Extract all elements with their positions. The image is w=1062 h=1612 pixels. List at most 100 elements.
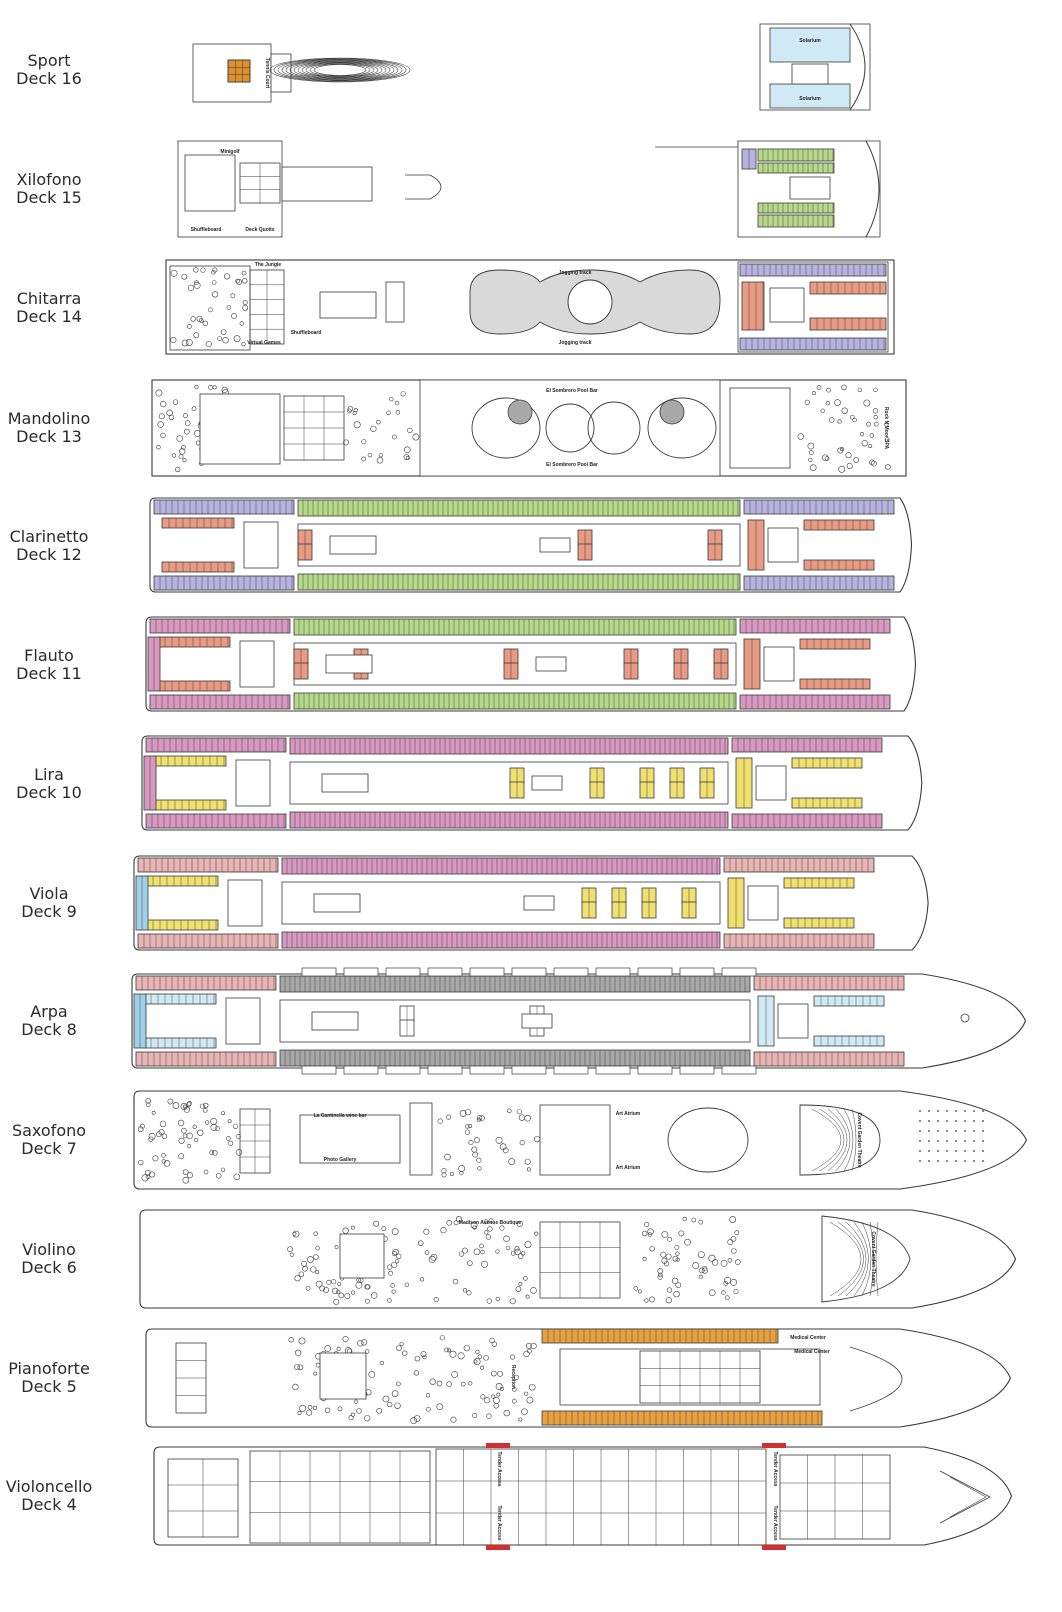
furniture xyxy=(808,450,814,456)
cabin-band-fwd xyxy=(731,737,883,753)
furniture xyxy=(484,1230,489,1235)
furniture xyxy=(211,269,216,275)
furniture xyxy=(468,1124,473,1128)
lifeboat xyxy=(721,1065,757,1075)
furniture xyxy=(523,1276,528,1281)
furniture xyxy=(691,1217,697,1223)
whirlpool xyxy=(659,399,685,425)
solarium-area xyxy=(769,83,851,109)
furniture xyxy=(186,1172,193,1179)
deck-dot xyxy=(973,1110,975,1112)
deck-dot xyxy=(919,1120,921,1122)
furniture xyxy=(825,401,830,406)
medical-center-label: Medical Center xyxy=(790,1335,826,1341)
deck-plan-8[interactable] xyxy=(0,966,1062,1076)
aft-stair-core xyxy=(227,879,263,927)
furniture xyxy=(288,1337,294,1343)
furniture xyxy=(192,1124,197,1129)
furniture xyxy=(220,1167,226,1172)
track-loop xyxy=(281,59,399,81)
furniture xyxy=(312,1405,317,1410)
whirlpool xyxy=(507,399,533,425)
cabin-band-aft-inner xyxy=(143,1037,217,1049)
track-loop xyxy=(313,64,367,76)
deck-dot xyxy=(928,1130,930,1132)
furniture xyxy=(869,459,875,465)
furniture xyxy=(520,1251,526,1256)
deck-dot xyxy=(928,1160,930,1162)
deck-number: Deck 16 xyxy=(16,69,82,88)
furniture xyxy=(837,419,842,424)
art-atrium-label: Art Atrium xyxy=(616,1165,641,1171)
tender-access-label: Tender Access xyxy=(772,1505,778,1540)
furniture xyxy=(502,1147,509,1154)
lifeboat xyxy=(427,967,463,977)
deck-row-10: Lira Deck 10 xyxy=(0,728,1062,838)
deck-dot xyxy=(982,1160,984,1162)
furniture xyxy=(410,1417,418,1425)
stair-core xyxy=(789,176,831,200)
theatre-label: Covent Garden Theatre xyxy=(870,1231,876,1287)
furniture xyxy=(660,1251,667,1258)
furniture xyxy=(402,1350,408,1356)
aft-mast xyxy=(405,174,442,200)
furniture xyxy=(294,1363,301,1371)
photo-gallery-label: Photo Gallery xyxy=(324,1157,357,1163)
cabin-band-fwd xyxy=(731,813,883,829)
cabin-band-mid xyxy=(293,618,737,636)
furniture xyxy=(187,324,192,329)
furniture xyxy=(294,1349,302,1356)
virtual-games-label: Virtual Games xyxy=(247,340,281,346)
tender-access-label: Tender Access xyxy=(496,1451,502,1486)
furniture xyxy=(473,1359,478,1364)
jogging-track-label: Jogging track xyxy=(559,340,592,346)
furniture xyxy=(186,1144,192,1149)
furniture xyxy=(313,1371,318,1376)
furniture xyxy=(387,1264,393,1270)
tennis-court-grid xyxy=(227,59,251,83)
cabin-band-fwd xyxy=(743,575,895,591)
deck-quoits-label: Deck Quoits xyxy=(245,227,274,233)
track-loop xyxy=(285,60,395,80)
bow-arc xyxy=(849,1346,903,1412)
deck-plan-12[interactable] xyxy=(0,490,1062,600)
deck-plan-11[interactable] xyxy=(0,609,1062,719)
furniture xyxy=(187,1101,192,1106)
deck-dot xyxy=(937,1160,939,1162)
furniture xyxy=(307,1404,313,1410)
furniture xyxy=(405,455,410,460)
deck-plan-10[interactable] xyxy=(0,728,1062,838)
furniture xyxy=(355,1281,363,1289)
furniture xyxy=(491,1341,498,1347)
furniture xyxy=(350,1412,356,1417)
furniture xyxy=(298,1271,305,1277)
deck-dot xyxy=(973,1150,975,1152)
furniture xyxy=(301,1260,308,1267)
furniture xyxy=(236,1134,241,1139)
furniture xyxy=(367,452,373,458)
hull-outline xyxy=(139,1209,1017,1309)
furniture xyxy=(156,444,161,450)
track-loop xyxy=(273,58,407,82)
restaurant-core xyxy=(339,1233,385,1279)
cabin-band-fwd xyxy=(739,618,891,634)
furniture xyxy=(152,1155,159,1162)
reception-label: Reception xyxy=(510,1365,516,1389)
furniture xyxy=(198,318,204,323)
deck-plan-9[interactable] xyxy=(0,848,1062,958)
tender-access-label: Tender Access xyxy=(772,1451,778,1486)
furniture xyxy=(185,339,193,346)
furniture xyxy=(181,445,186,450)
furniture xyxy=(439,1335,445,1341)
elevator-lobby xyxy=(409,1102,433,1176)
